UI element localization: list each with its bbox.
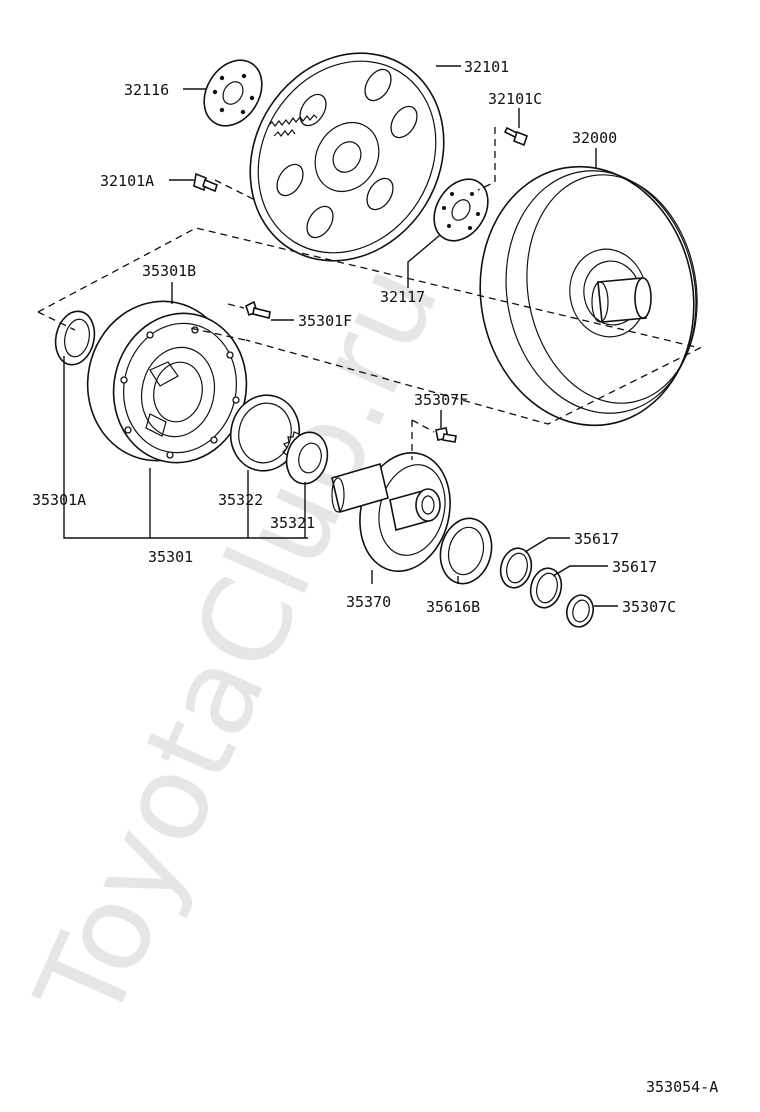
label-35307f: 35307F (414, 391, 468, 409)
label-35616b: 35616B (426, 598, 480, 616)
label-32101c: 32101C (488, 90, 542, 108)
bolt-32101a (193, 172, 218, 193)
label-35321: 35321 (270, 514, 315, 532)
drive-gear-35321 (282, 431, 329, 485)
torque-converter-32000 (479, 165, 698, 427)
seal-ring-35617-b (529, 567, 563, 609)
bolt-32101c (503, 126, 528, 147)
diagram-code: 353054-A (646, 1078, 718, 1096)
spacer-32117 (433, 178, 489, 242)
bolt-35307f (435, 427, 457, 443)
label-32116: 32116 (124, 81, 169, 99)
label-32101a: 32101A (100, 172, 154, 190)
label-35301: 35301 (148, 548, 193, 566)
label-35617-a: 35617 (574, 530, 619, 548)
label-35301f: 35301F (298, 312, 352, 330)
label-35370: 35370 (346, 593, 391, 611)
ring-35307c (566, 594, 594, 628)
label-32117: 32117 (380, 288, 425, 306)
flex-plate-32101 (249, 52, 445, 262)
label-35307c: 35307C (622, 598, 676, 616)
part-labels: 32116 32101 32101C 32000 32101A 32117 35… (32, 58, 676, 616)
label-32000: 32000 (572, 129, 617, 147)
label-32101: 32101 (464, 58, 509, 76)
bolt-35301f (245, 300, 271, 319)
label-35322: 35322 (218, 491, 263, 509)
seal-ring-35617-a (499, 547, 533, 589)
label-35301b: 35301B (142, 262, 196, 280)
label-35301a: 35301A (32, 491, 86, 509)
spacer-32116 (203, 59, 263, 127)
dashed-assembly-lines (37, 127, 702, 460)
leader-lines (63, 65, 618, 607)
oil-pump-body-35301b (86, 300, 248, 464)
label-35617-b: 35617 (612, 558, 657, 576)
stator-shaft-35370 (331, 452, 451, 572)
